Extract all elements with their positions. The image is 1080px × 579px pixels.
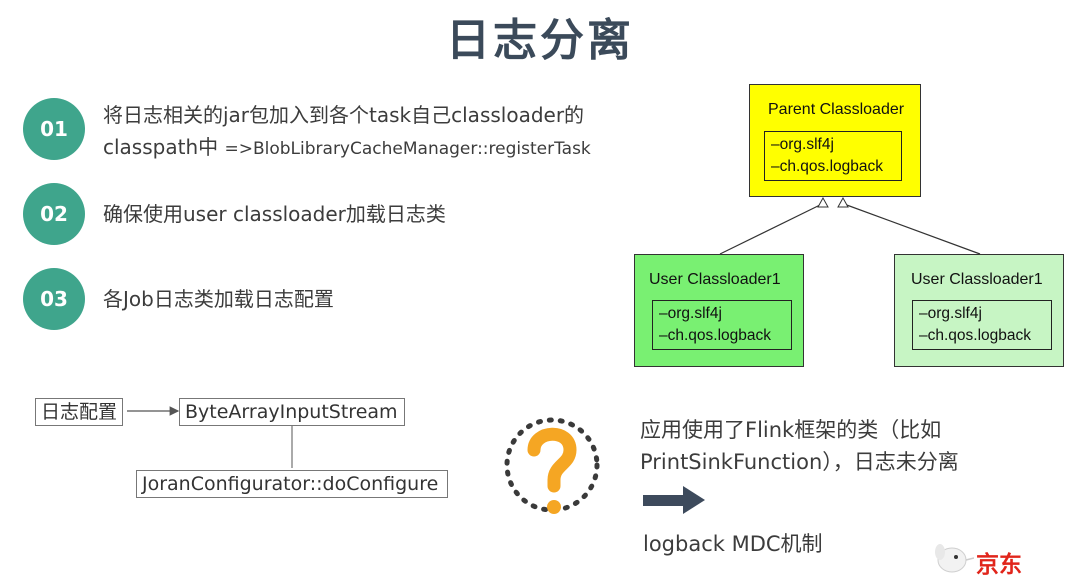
right-arrow-icon	[643, 486, 705, 514]
inherit-arrowhead-right	[837, 196, 849, 208]
question-text: 应用使用了Flink框架的类（比如 PrintSinkFunction），日志未…	[640, 414, 959, 478]
item-01-line2-sub: =>BlobLibraryCacheManager::registerTask	[224, 139, 591, 159]
question-line1: 应用使用了Flink框架的类（比如	[640, 418, 942, 442]
user-left-lib-logback: –ch.qos.logback	[659, 327, 772, 344]
parent-libs: –org.slf4j –ch.qos.logback	[764, 131, 902, 181]
bytearrayinputstream-box: ByteArrayInputStream	[179, 398, 405, 426]
parent-lib-slf4j: –org.slf4j	[771, 136, 834, 153]
number-badge-01: 01	[23, 98, 85, 160]
parent-classloader-box: Parent Classloader –org.slf4j –ch.qos.lo…	[749, 84, 921, 197]
parent-lib-logback: –ch.qos.logback	[771, 158, 884, 175]
item-01-text: 将日志相关的jar包加入到各个task自己classloader的 classp…	[103, 99, 663, 165]
user-right-lib-slf4j: –org.slf4j	[919, 305, 982, 322]
joranconfigurator-box: JoranConfigurator::doConfigure	[136, 470, 448, 498]
question-mark-icon	[504, 417, 600, 514]
user-classloader-right-box: User Classloader1 –org.slf4j –ch.qos.log…	[894, 254, 1064, 367]
number-badge-02: 02	[23, 183, 85, 245]
item-02-text: 确保使用user classloader加载日志类	[103, 202, 446, 226]
item-01-line2: classpath中 =>BlobLibraryCacheManager::re…	[103, 131, 663, 165]
user-classloader-left-box: User Classloader1 –org.slf4j –ch.qos.log…	[634, 254, 804, 367]
connector-right	[843, 203, 981, 255]
item-01-line1: 将日志相关的jar包加入到各个task自己classloader的	[103, 103, 585, 127]
connector-left	[719, 203, 823, 255]
user-classloader-left-label: User Classloader1	[649, 271, 781, 288]
item-01-line2-main: classpath中	[103, 135, 219, 159]
question-line2: PrintSinkFunction），日志未分离	[640, 450, 959, 474]
user-right-lib-logback: –ch.qos.logback	[919, 327, 1032, 344]
user-left-libs: –org.slf4j –ch.qos.logback	[652, 300, 792, 350]
answer-text: logback MDC机制	[643, 532, 823, 556]
user-left-lib-slf4j: –org.slf4j	[659, 305, 722, 322]
user-classloader-right-label: User Classloader1	[911, 271, 1043, 288]
log-config-box: 日志配置	[35, 398, 124, 426]
number-badge-03: 03	[23, 268, 85, 330]
item-03-text: 各Job日志类加载日志配置	[103, 287, 334, 311]
jd-logo-text: 京东	[976, 552, 1022, 578]
jd-dog-icon	[935, 544, 974, 573]
user-right-libs: –org.slf4j –ch.qos.logback	[912, 300, 1052, 350]
inherit-arrowhead-left	[817, 196, 829, 208]
page-title: 日志分离	[446, 15, 634, 66]
parent-classloader-label: Parent Classloader	[768, 101, 905, 118]
